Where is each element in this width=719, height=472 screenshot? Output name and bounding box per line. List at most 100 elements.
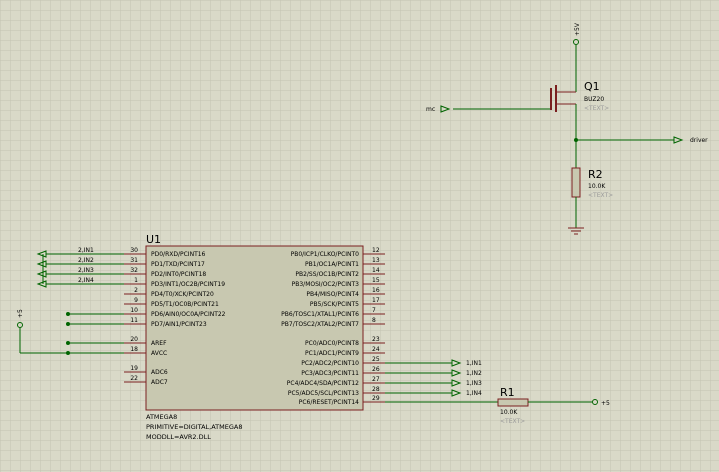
left-terminal-4[interactable]: 2,IN4 <box>36 277 124 288</box>
right-terminal-1[interactable]: 1,IN1 <box>385 359 482 367</box>
r1-component[interactable]: R1 +5 10.0K <TEXT> <box>385 386 610 425</box>
pin-number: 29 <box>372 395 380 402</box>
pin-name: PB0/ICP1/CLKO/PCINT0 <box>291 251 360 258</box>
pin-number: 11 <box>130 317 138 324</box>
terminal-label: 1,IN4 <box>466 390 482 397</box>
pin-number: 16 <box>372 287 380 294</box>
terminal-arrow <box>451 379 462 387</box>
pin-name: ADC6 <box>151 369 168 376</box>
terminal-label: 2,IN1 <box>78 247 94 254</box>
pin-name: PB7/TOSC2/XTAL2/PCINT7 <box>281 321 359 328</box>
vcc-left-terminal <box>17 322 23 328</box>
terminal-arrow <box>451 369 462 377</box>
right-terminal-2[interactable]: 1,IN2 <box>385 369 482 377</box>
right-terminal-3[interactable]: 1,IN3 <box>385 379 482 387</box>
pin-number: 31 <box>130 257 138 264</box>
pin-name: PD3/INT1/OC2B/PCINT19 <box>151 281 225 288</box>
pin-number: 30 <box>130 247 138 254</box>
terminal-label: 2,IN2 <box>78 257 94 264</box>
left-power-net[interactable]: +5 <box>17 309 124 355</box>
pin-number: 15 <box>372 277 380 284</box>
pin-name: PC6/RESET/PCINT14 <box>299 399 359 406</box>
pin-name: PD2/INT0/PCINT18 <box>151 271 206 278</box>
pin-number: 32 <box>130 267 138 274</box>
driver-output-arrow <box>673 136 684 144</box>
mc-input-arrow <box>440 105 451 113</box>
pin-name: PD7/AIN1/PCINT23 <box>151 321 207 328</box>
pin-number: 13 <box>372 257 380 264</box>
pin-name: PB3/MOSI/OC2/PCINT3 <box>292 281 360 288</box>
right-terminal-4[interactable]: 1,IN4 <box>385 389 482 397</box>
pin-name: AVCC <box>151 350 167 357</box>
left-terminal-3[interactable]: 2,IN3 <box>36 267 124 278</box>
u1-component[interactable]: U1 30PD0/RXD/PCINT1631PD1/TXD/PCINT1732P… <box>124 233 385 441</box>
terminal-arrow <box>451 389 462 397</box>
u1-part-label: ATMEGA8 <box>146 413 177 421</box>
junction-dot <box>66 341 70 345</box>
r2-value: 10.0K <box>588 183 606 190</box>
u1-ref: U1 <box>146 233 161 246</box>
vcc-right-terminal <box>592 399 598 405</box>
u1-right-pins: 12PB0/ICP1/CLKO/PCINT013PB1/OC1A/PCINT11… <box>281 247 385 406</box>
pin-name: PB6/TOSC1/XTAL1/PCINT6 <box>281 311 359 318</box>
left-terminal-2[interactable]: 2,IN2 <box>36 257 124 268</box>
pin-number: 24 <box>372 346 380 353</box>
q1-component[interactable]: +5V mc driver Q1 BUZ20 <TEXT> <box>426 22 708 168</box>
pin-name: PD0/RXD/PCINT16 <box>151 251 206 258</box>
r2-component[interactable]: R2 10.0K <TEXT> <box>568 167 613 235</box>
u1-body <box>145 245 364 411</box>
pin-name: PD5/T1/OC0B/PCINT21 <box>151 301 219 308</box>
pin-number: 8 <box>372 317 376 324</box>
pin-name: PD4/T0/XCK/PCINT20 <box>151 291 214 298</box>
pin-number: 25 <box>372 356 380 363</box>
pin-number: 7 <box>372 307 376 314</box>
terminal-label: 1,IN1 <box>466 360 482 367</box>
pin-name: PC2/ADC2/PCINT10 <box>301 360 359 367</box>
driver-label: driver <box>690 137 708 144</box>
r2-ref: R2 <box>588 168 603 181</box>
pin-name: PB5/SCK/PCINT5 <box>310 301 359 308</box>
vcc-top-terminal <box>573 39 579 45</box>
mc-label: mc <box>426 106 435 113</box>
r2-text-placeholder: <TEXT> <box>588 192 613 199</box>
pin-number: 23 <box>372 336 380 343</box>
pin-number: 17 <box>372 297 380 304</box>
left-terminal-1[interactable]: 2,IN1 <box>36 247 124 258</box>
pin-number: 12 <box>372 247 380 254</box>
pin-name: ADC7 <box>151 379 168 386</box>
pin-name: PC3/ADC3/PCINT11 <box>301 370 359 377</box>
pin-number: 14 <box>372 267 380 274</box>
terminal-label: 1,IN3 <box>466 380 482 387</box>
r1-body <box>497 398 529 407</box>
q1-text-placeholder: <TEXT> <box>584 105 609 112</box>
terminal-arrow <box>451 359 462 367</box>
